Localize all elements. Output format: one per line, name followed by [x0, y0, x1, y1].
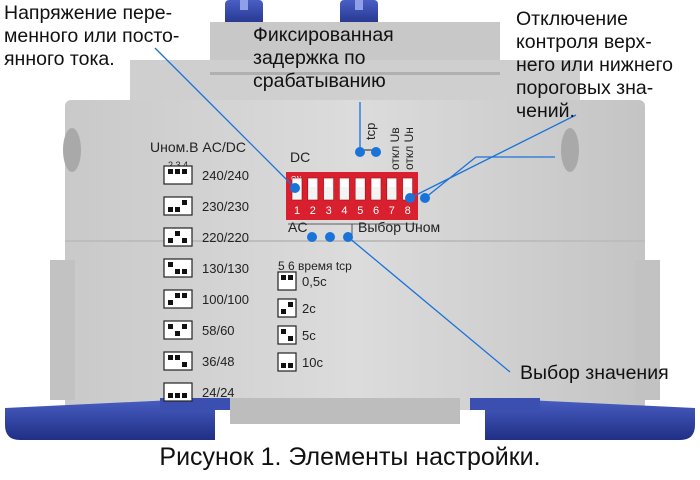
device-housing — [50, 22, 660, 410]
dip-switch-key — [370, 177, 382, 201]
time-value: 5с — [302, 328, 316, 343]
ac-label: AC — [288, 219, 307, 235]
switch-pattern-icon — [163, 227, 193, 247]
switch-pattern-icon — [163, 165, 193, 185]
marker-select-3 — [325, 232, 335, 242]
voltage-row: 240/240 — [163, 165, 249, 185]
voltage-value: 230/230 — [202, 199, 249, 214]
time-row: 10с — [277, 352, 323, 372]
switch-pattern-icon — [277, 325, 297, 345]
marker-voltage-type — [290, 183, 300, 193]
marker-select-2 — [307, 232, 317, 242]
switch-pattern-icon — [163, 382, 193, 402]
voltage-row: 130/130 — [163, 258, 249, 278]
switch-pattern-icon — [163, 258, 193, 278]
switch-number: 4 — [341, 205, 347, 217]
time-row: 0,5с — [277, 271, 327, 291]
dip-switch-key — [339, 177, 350, 201]
markers — [290, 147, 430, 242]
time-value: 0,5с — [302, 274, 327, 289]
dip-switch-key — [354, 177, 366, 201]
switch-pattern-icon — [277, 271, 297, 291]
tcp-label: tср — [363, 123, 378, 140]
voltage-value: 36/48 — [202, 354, 235, 369]
select-label: Выбор Uном — [358, 219, 440, 235]
annotation-fixed-delay: Фиксированная задержка по срабатыванию — [253, 24, 394, 92]
din-rail-clips — [5, 398, 695, 440]
time-row: 5с — [277, 325, 316, 345]
voltage-switch-numbers: 2 3 4 — [168, 160, 188, 170]
voltage-row: 24/24 — [163, 382, 235, 402]
switch-number: 6 — [373, 205, 379, 217]
switch-body — [286, 172, 418, 220]
voltage-header: Uном.В AC/DC — [150, 139, 246, 155]
marker-lower-off — [420, 193, 430, 203]
switch-number: 7 — [389, 205, 395, 217]
voltage-row: 100/100 — [163, 289, 249, 309]
annotation-voltage-type: Напряжение пере- менного или посто- янно… — [4, 2, 180, 70]
switch-number: 1 — [294, 205, 300, 217]
voltage-value: 130/130 — [202, 261, 249, 276]
voltage-value: 24/24 — [202, 385, 235, 400]
leader-lines — [154, 47, 577, 373]
voltage-row: 36/48 — [163, 351, 235, 371]
voltage-row: 220/220 — [163, 227, 249, 247]
marker-select-4 — [343, 232, 353, 242]
dip-switch-key — [323, 177, 334, 201]
annotation-threshold-off: Отключение контроля верх- него или нижне… — [516, 8, 673, 122]
switch-number: 8 — [405, 205, 411, 217]
top-terminals — [225, 0, 378, 28]
off-upper-label: откл Uв — [388, 127, 402, 170]
voltage-row: 230/230 — [163, 196, 249, 216]
marker-upper-off — [405, 193, 415, 203]
switch-number: 5 — [357, 205, 363, 217]
time-value: 10с — [302, 355, 323, 370]
voltage-value: 100/100 — [202, 292, 249, 307]
dip-switch-key — [307, 177, 319, 201]
voltage-value: 58/60 — [202, 323, 235, 338]
switch-number: 3 — [326, 205, 332, 217]
dc-label: DC — [290, 149, 310, 165]
switch-pattern-icon — [277, 352, 297, 372]
marker-delay-left — [355, 147, 365, 157]
voltage-table: Uном.В AC/DC 2 3 4 240/240 230/230 220/220… — [150, 139, 249, 402]
dip-switch-key — [386, 177, 398, 201]
voltage-value: 220/220 — [202, 230, 249, 245]
annotation-value-select: Выбор значения — [520, 362, 669, 384]
switch-pattern-icon — [163, 196, 193, 216]
marker-delay-right — [371, 147, 381, 157]
off-lower-label: откл Uн — [402, 127, 416, 170]
voltage-value: 240/240 — [202, 168, 249, 183]
figure-caption: Рисунок 1. Элементы настройки. — [159, 443, 541, 471]
time-header: 5 6 время tср — [278, 259, 352, 273]
switch-pattern-icon — [163, 289, 193, 309]
voltage-row: 58/60 — [163, 320, 235, 340]
switch-pattern-icon — [163, 351, 193, 371]
switch-pattern-icon — [277, 298, 297, 318]
switch-pattern-icon — [163, 320, 193, 340]
time-value: 2с — [302, 301, 316, 316]
time-table: 5 6 время tср 0,5с 2с 5с 10с — [277, 259, 352, 372]
time-row: 2с — [277, 298, 316, 318]
switch-number: 2 — [310, 205, 316, 217]
